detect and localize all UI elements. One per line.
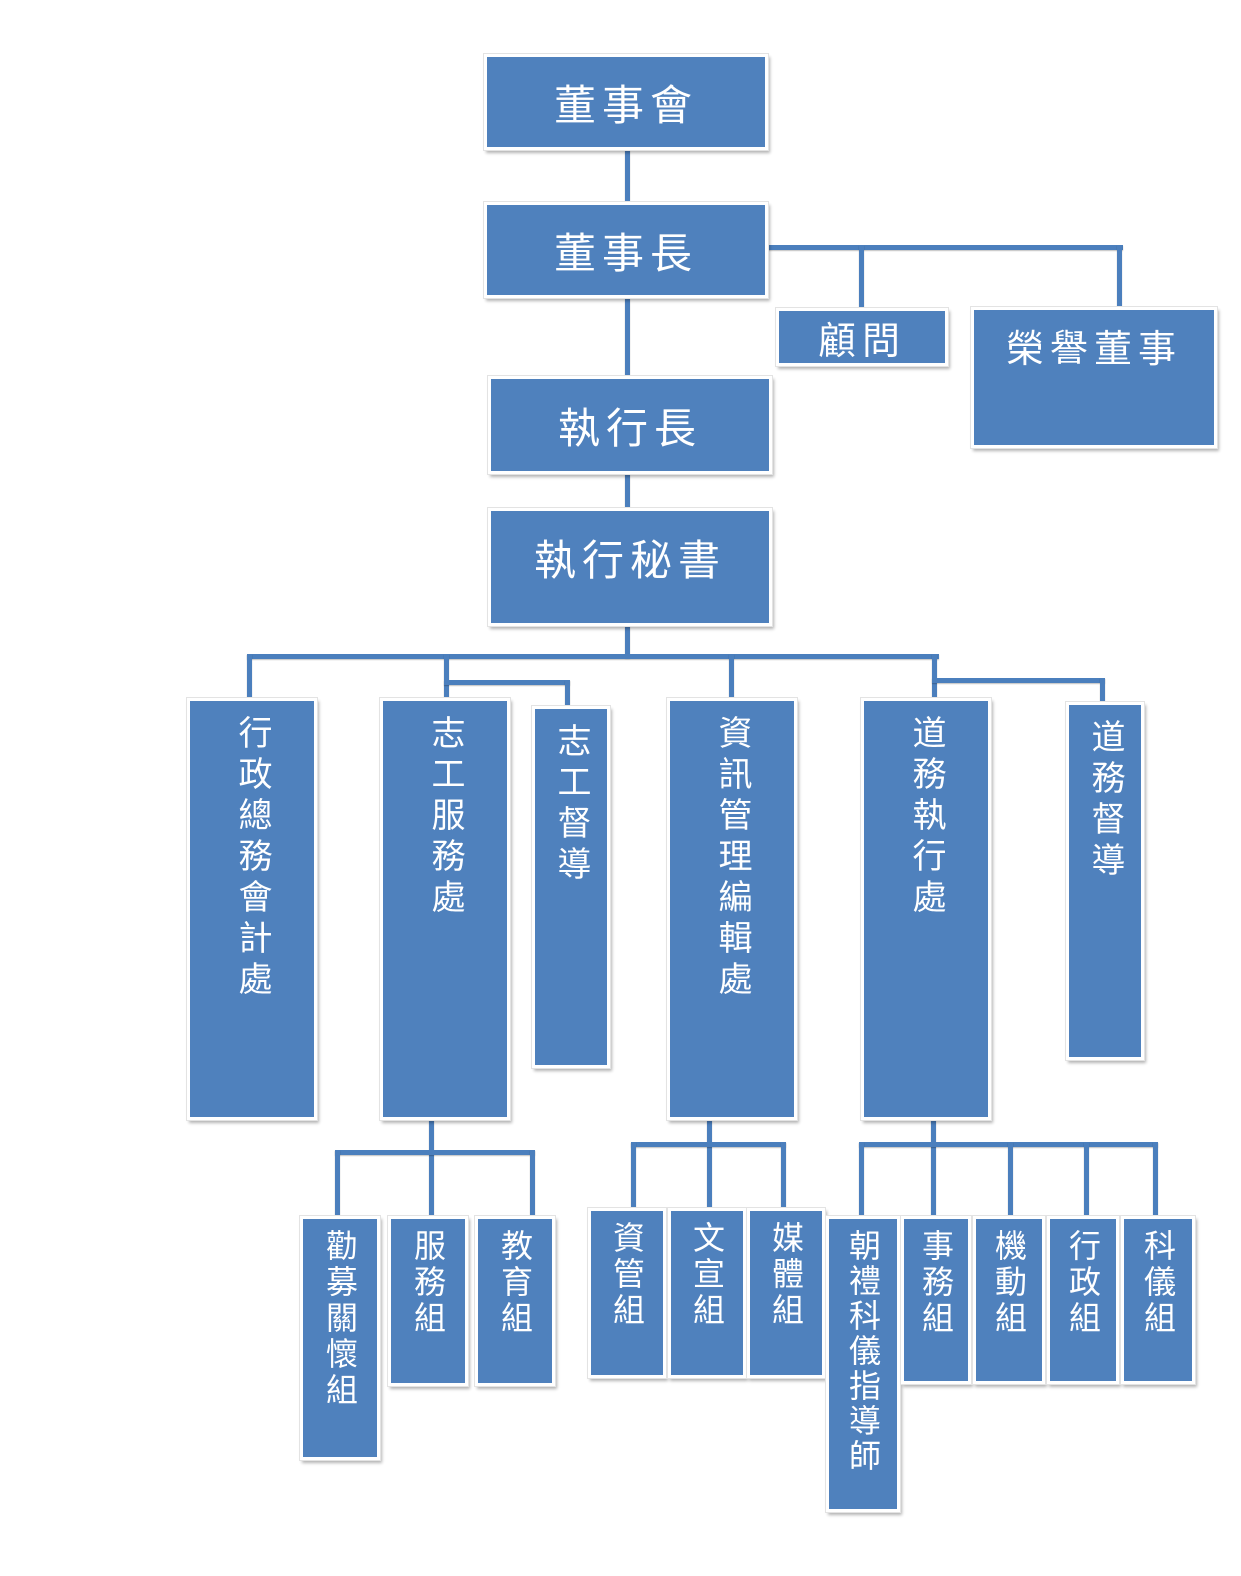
connector-admin-group-drop bbox=[1084, 1142, 1089, 1216]
ceo-label: 執行長 bbox=[557, 403, 702, 453]
dept-volunteer-box: 志工服務處 bbox=[379, 697, 511, 1121]
connector-fundraising-drop bbox=[335, 1150, 340, 1216]
group-admin-label: 行政組 bbox=[1064, 1229, 1102, 1337]
connector-mobile-drop bbox=[1008, 1142, 1013, 1216]
group-mobile-label: 機動組 bbox=[990, 1229, 1028, 1337]
connector-info-groups-drop bbox=[707, 1120, 712, 1208]
executive-secretary-label: 執行秘書 bbox=[533, 536, 726, 585]
group-education-box: 教育組 bbox=[474, 1215, 556, 1387]
dao-supervision-label: 道務督導 bbox=[1085, 719, 1125, 883]
connector-ceo-secretary bbox=[625, 474, 630, 508]
dept-info-label: 資訊管理編輯處 bbox=[712, 715, 752, 1002]
connector-volunteer-supervision-drop bbox=[565, 680, 570, 706]
connector-dao-supervision-bar bbox=[932, 678, 1105, 683]
connector-dao-supervision-drop bbox=[1100, 678, 1105, 702]
connector-volunteer-drop bbox=[444, 654, 449, 698]
honorary-director-label: 榮譽董事 bbox=[1005, 327, 1182, 371]
chairman-label: 董事長 bbox=[553, 228, 698, 278]
advisor-box: 顧問 bbox=[775, 307, 949, 367]
connector-volunteer-supervision-bar bbox=[444, 680, 570, 685]
dept-dao-label: 道務執行處 bbox=[906, 715, 946, 920]
connector-volunteer-groups-drop bbox=[429, 1120, 434, 1216]
connector-ritual-drop bbox=[1153, 1142, 1158, 1216]
ceo-box: 執行長 bbox=[487, 375, 773, 475]
honorary-director-box: 榮譽董事 bbox=[970, 306, 1218, 449]
group-ritual-mentor-label: 朝禮科儀指導師 bbox=[844, 1229, 882, 1474]
group-media-box: 媒體組 bbox=[746, 1207, 826, 1379]
dept-dao-box: 道務執行處 bbox=[860, 697, 992, 1121]
connector-infomgmt-drop bbox=[631, 1142, 636, 1208]
group-fundraising-label: 勸募關懷組 bbox=[321, 1229, 359, 1409]
connector-dao-groups-drop bbox=[931, 1120, 936, 1216]
group-ritual-mentor-box: 朝禮科儀指導師 bbox=[825, 1215, 901, 1513]
dept-admin-box: 行政總務會計處 bbox=[186, 697, 318, 1121]
connector-info-drop bbox=[729, 654, 734, 698]
group-service-box: 服務組 bbox=[387, 1215, 469, 1387]
connector-volunteer-groups-bar bbox=[335, 1150, 535, 1155]
connector-board-chairman bbox=[625, 150, 630, 202]
volunteer-supervision-box: 志工督導 bbox=[531, 705, 611, 1069]
connector-advisor-drop bbox=[859, 245, 864, 308]
chairman-box: 董事長 bbox=[483, 201, 769, 299]
volunteer-supervision-label: 志工督導 bbox=[551, 723, 591, 887]
connector-departments-bar bbox=[247, 654, 939, 659]
group-infomgmt-box: 資管組 bbox=[587, 1207, 667, 1379]
connector-chairman-ceo bbox=[625, 298, 630, 376]
dept-volunteer-label: 志工服務處 bbox=[425, 715, 465, 920]
connector-admin-drop bbox=[247, 654, 252, 698]
connector-ritual-mentor-drop bbox=[859, 1142, 864, 1216]
group-publicity-box: 文宣組 bbox=[667, 1207, 747, 1379]
group-mobile-box: 機動組 bbox=[972, 1215, 1046, 1385]
group-affairs-label: 事務組 bbox=[917, 1229, 955, 1337]
connector-chairman-branch bbox=[768, 245, 1123, 250]
group-ritual-label: 科儀組 bbox=[1139, 1229, 1177, 1337]
connector-dao-drop bbox=[932, 654, 937, 698]
dept-admin-label: 行政總務會計處 bbox=[232, 715, 272, 1002]
group-media-label: 媒體組 bbox=[767, 1221, 805, 1329]
group-service-label: 服務組 bbox=[409, 1229, 447, 1337]
board-label: 董事會 bbox=[553, 80, 698, 130]
group-affairs-box: 事務組 bbox=[900, 1215, 972, 1385]
group-infomgmt-label: 資管組 bbox=[608, 1221, 646, 1329]
advisor-label: 顧問 bbox=[817, 318, 906, 363]
connector-info-groups-bar bbox=[631, 1142, 786, 1147]
group-education-label: 教育組 bbox=[496, 1229, 534, 1337]
group-publicity-label: 文宣組 bbox=[688, 1221, 726, 1329]
connector-education-drop bbox=[530, 1150, 535, 1216]
connector-secretary-drop bbox=[625, 626, 630, 658]
dept-info-box: 資訊管理編輯處 bbox=[666, 697, 798, 1121]
group-admin-box: 行政組 bbox=[1046, 1215, 1120, 1385]
board-box: 董事會 bbox=[483, 53, 769, 151]
group-fundraising-box: 勸募關懷組 bbox=[299, 1215, 381, 1461]
dao-supervision-box: 道務督導 bbox=[1065, 701, 1145, 1061]
connector-honorary-drop bbox=[1117, 245, 1122, 307]
connector-media-drop bbox=[781, 1142, 786, 1208]
group-ritual-box: 科儀組 bbox=[1120, 1215, 1196, 1385]
executive-secretary-box: 執行秘書 bbox=[487, 507, 773, 627]
